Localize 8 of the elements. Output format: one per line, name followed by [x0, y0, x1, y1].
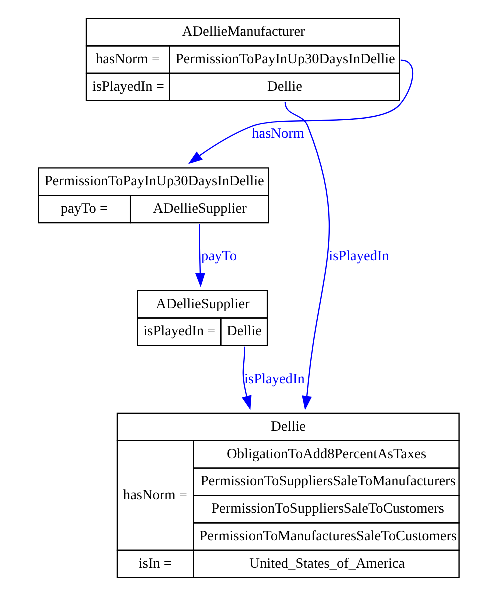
arrow [194, 224, 205, 288]
edge-label: isPlayedIn [244, 371, 304, 388]
edge-label: isPlayedIn [328, 248, 389, 265]
arrow [188, 60, 414, 164]
arrow [242, 346, 252, 410]
arrow [284, 102, 330, 410]
edge-label: payTo [201, 248, 237, 265]
edge-label: hasNorm [252, 126, 304, 142]
